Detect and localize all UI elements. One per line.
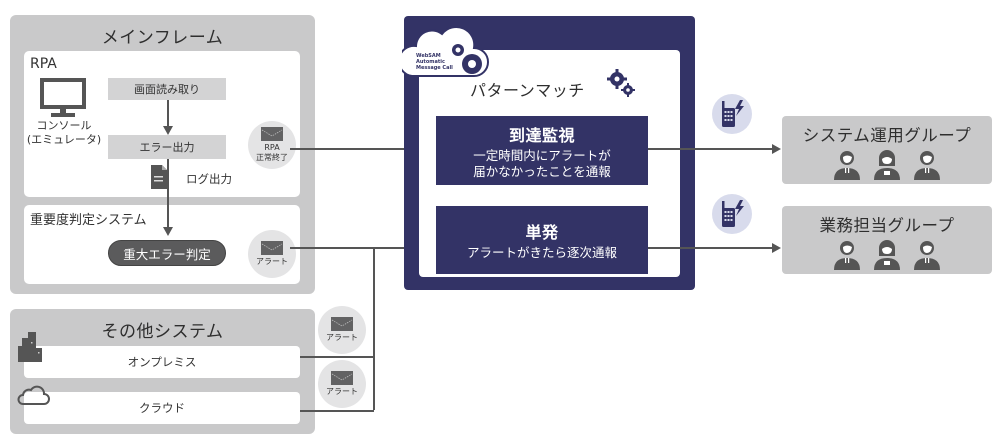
line-cloud	[300, 410, 374, 412]
envelope-icon	[331, 371, 353, 385]
envelope-icon	[261, 241, 283, 255]
line-alert-to-single	[290, 247, 426, 249]
person-female-icon	[874, 150, 900, 180]
pattern-match-text: パターンマッチ	[470, 81, 585, 100]
building-icon	[16, 332, 46, 366]
phone-call-icon-1	[712, 94, 752, 134]
group-title: システム運用グループ	[802, 126, 972, 145]
gears-icon	[606, 68, 636, 102]
group-system-operations: システム運用グループ	[782, 116, 992, 184]
mail-alert-cloud: アラート	[318, 360, 366, 408]
mail-alert-onpremise: アラート	[318, 306, 366, 354]
single-alert-heading: 単発	[525, 223, 559, 242]
pattern-match-title: パターンマッチ	[470, 77, 585, 101]
mail-label: RPA 正常終了	[256, 143, 288, 163]
arrowhead-sysops	[772, 144, 781, 154]
arrival-monitoring-line1: 一定時間内にアラートが	[473, 147, 611, 163]
arrow-head	[163, 126, 173, 135]
severity-panel: 重要度判定システム 重大エラー判定 アラート	[24, 205, 300, 284]
mail-label: アラート	[326, 333, 358, 342]
person-male-icon	[834, 241, 860, 270]
arrival-monitoring-box: 到達監視 一定時間内にアラートが 届かなかったことを通報	[436, 116, 648, 185]
line-to-business	[648, 247, 772, 249]
severity-label: 重要度判定システム	[30, 213, 147, 228]
arrow-line	[167, 100, 169, 126]
console-label: コンソール (エミュレータ)	[24, 119, 104, 147]
other-systems-title: その他システム	[101, 322, 224, 342]
console-label-line2: (エミュレータ)	[26, 133, 102, 146]
line-onpremise	[300, 356, 374, 358]
person-male-icon	[914, 151, 940, 180]
flow-arrowhead	[163, 227, 173, 236]
mail-label: アラート	[326, 387, 358, 396]
single-alert-line1: アラートがきたら逐次通報	[466, 245, 617, 260]
step-screen-read: 画面読み取り	[108, 78, 226, 100]
step-error-output: エラー出力	[108, 135, 226, 159]
line-other-bus	[373, 247, 375, 410]
arrival-monitoring-heading: 到達監視	[508, 125, 575, 145]
websam-logo-icon: WebSAM Automatic Message Call	[397, 20, 494, 88]
mail-label: アラート	[256, 257, 288, 266]
other-systems-panel: その他システム オンプレミス クラウド	[10, 309, 315, 434]
log-output-label: ログ出力	[186, 172, 232, 186]
person-male-icon	[914, 241, 940, 270]
envelope-icon	[331, 317, 353, 331]
group-business: 業務担当グループ	[782, 206, 992, 274]
phone-call-icon-2	[712, 194, 752, 234]
group-title: 業務担当グループ	[819, 216, 955, 235]
arrival-monitoring-line2: 届かなかったことを通報	[473, 163, 611, 179]
document-icon	[151, 165, 167, 193]
mail-alert-severity: アラート	[248, 230, 296, 278]
console-label-line1: コンソール	[36, 119, 92, 132]
monitor-icon	[40, 78, 86, 122]
envelope-icon	[261, 127, 283, 141]
cloud-icon	[16, 384, 50, 410]
flow-line-error-to-judge	[167, 159, 169, 227]
onpremise-box: オンプレミス	[24, 346, 300, 378]
person-male-icon	[834, 151, 860, 180]
critical-error-judge: 重大エラー判定	[108, 240, 226, 266]
mainframe-title: メインフレーム	[101, 28, 224, 48]
line-to-sysops	[648, 148, 772, 150]
mail-label-line1: RPA	[264, 143, 280, 152]
mail-rpa-normal-end: RPA 正常終了	[248, 121, 296, 169]
rpa-label: RPA	[30, 56, 57, 72]
group-members	[782, 150, 992, 180]
svg-text:WebSAM: WebSAM	[416, 53, 441, 59]
cloud-box: クラウド	[24, 392, 300, 424]
arrowhead-business	[772, 243, 781, 253]
mainframe-panel: メインフレーム RPA コンソール (エミュレータ) 画面読み取り エラー出力	[10, 15, 315, 294]
mail-label-line2: 正常終了	[256, 153, 288, 162]
single-alert-box: 単発 アラートがきたら逐次通報	[436, 206, 648, 274]
rpa-panel: RPA コンソール (エミュレータ) 画面読み取り エラー出力	[24, 51, 300, 197]
line-rpa-to-arrival	[290, 148, 426, 150]
svg-text:Message Call: Message Call	[416, 65, 453, 71]
person-female-icon	[874, 240, 900, 270]
svg-text:Automatic: Automatic	[416, 59, 445, 65]
group-members	[782, 240, 992, 270]
